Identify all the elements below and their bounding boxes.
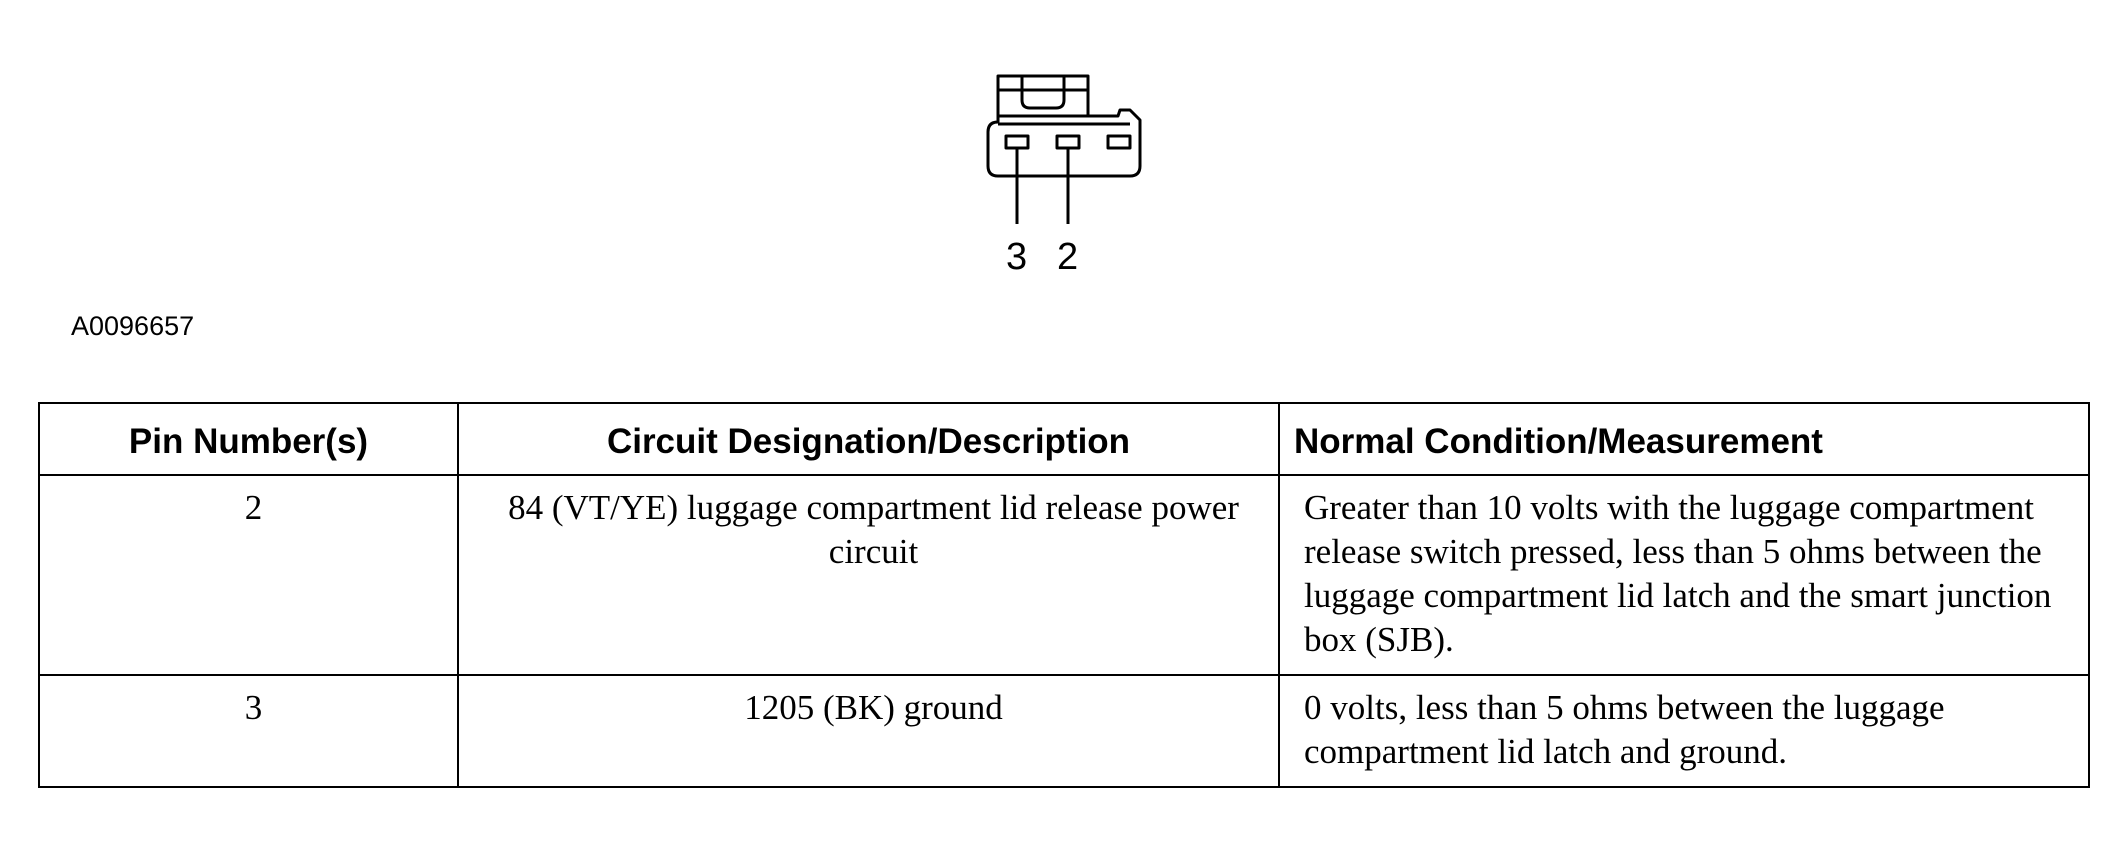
cell-pin: 2 [38,474,459,676]
table-row: 2 84 (VT/YE) luggage compartment lid rel… [38,474,2090,676]
pin-label-2: 2 [1057,236,1079,278]
terminal-1 [1106,134,1132,150]
cell-condition: Greater than 10 volts with the luggage c… [1278,474,2090,676]
cell-pin: 3 [38,674,459,788]
header-condition: Normal Condition/Measurement [1278,402,2090,476]
figure-id: A0096657 [71,311,195,341]
terminal-2 [1055,134,1081,150]
table-header-row: Pin Number(s) Circuit Designation/Descri… [38,402,2090,476]
pin-table: Pin Number(s) Circuit Designation/Descri… [38,402,2090,788]
cell-circuit: 84 (VT/YE) luggage compartment lid relea… [457,474,1280,676]
connector-housing [986,108,1142,178]
cell-condition: 0 volts, less than 5 ohms between the lu… [1278,674,2090,788]
header-circuit: Circuit Designation/Description [457,402,1280,476]
table-row: 3 1205 (BK) ground 0 volts, less than 5 … [38,674,2090,788]
connector-latch-tab [1020,76,1066,110]
cell-circuit: 1205 (BK) ground [457,674,1280,788]
connector-latch [996,74,1090,118]
connector-diagram [986,74,1142,224]
header-pin-number: Pin Number(s) [38,402,459,476]
pin-label-3: 3 [1006,236,1028,278]
terminal-3 [1004,134,1030,150]
